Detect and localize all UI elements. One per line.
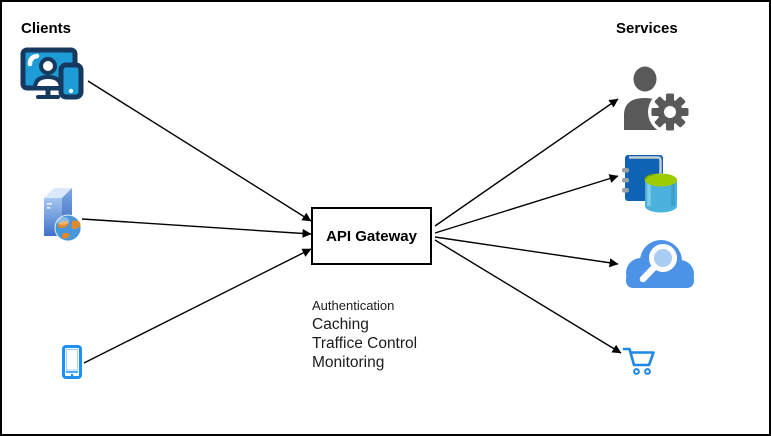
web-server-globe-icon bbox=[44, 188, 82, 242]
feature-traffic-control: Traffice Control bbox=[312, 335, 418, 352]
arrow-gateway-to-usergear bbox=[434, 98, 619, 227]
api-gateway-label: API Gateway bbox=[326, 227, 417, 245]
feature-caching: Caching bbox=[312, 316, 369, 333]
feature-authentication: Authentication bbox=[312, 298, 395, 313]
arrow-desktop-to-gateway bbox=[87, 80, 312, 222]
desktop-user-devices-icon bbox=[20, 47, 84, 100]
arrow-layer bbox=[81, 80, 622, 364]
services-label: Services bbox=[616, 20, 678, 37]
arrow-gateway-to-cart bbox=[434, 239, 622, 354]
shopping-cart-icon bbox=[622, 347, 655, 375]
arrow-phone-to-gateway bbox=[83, 248, 312, 364]
api-gateway-node: API Gateway bbox=[311, 207, 432, 265]
clients-label: Clients bbox=[21, 20, 72, 37]
arrow-server-to-gateway bbox=[81, 218, 312, 238]
user-gear-icon bbox=[624, 66, 692, 134]
arrow-gateway-to-cloudsearch bbox=[434, 236, 619, 268]
gateway-features-list: Authentication Caching Traffice Control … bbox=[312, 296, 417, 372]
cloud-search-icon bbox=[626, 240, 694, 288]
feature-monitoring: Monitoring bbox=[312, 354, 385, 371]
data-catalog-icon bbox=[622, 155, 677, 213]
smartphone-icon bbox=[62, 345, 82, 379]
arrow-gateway-to-catalog bbox=[434, 174, 619, 234]
